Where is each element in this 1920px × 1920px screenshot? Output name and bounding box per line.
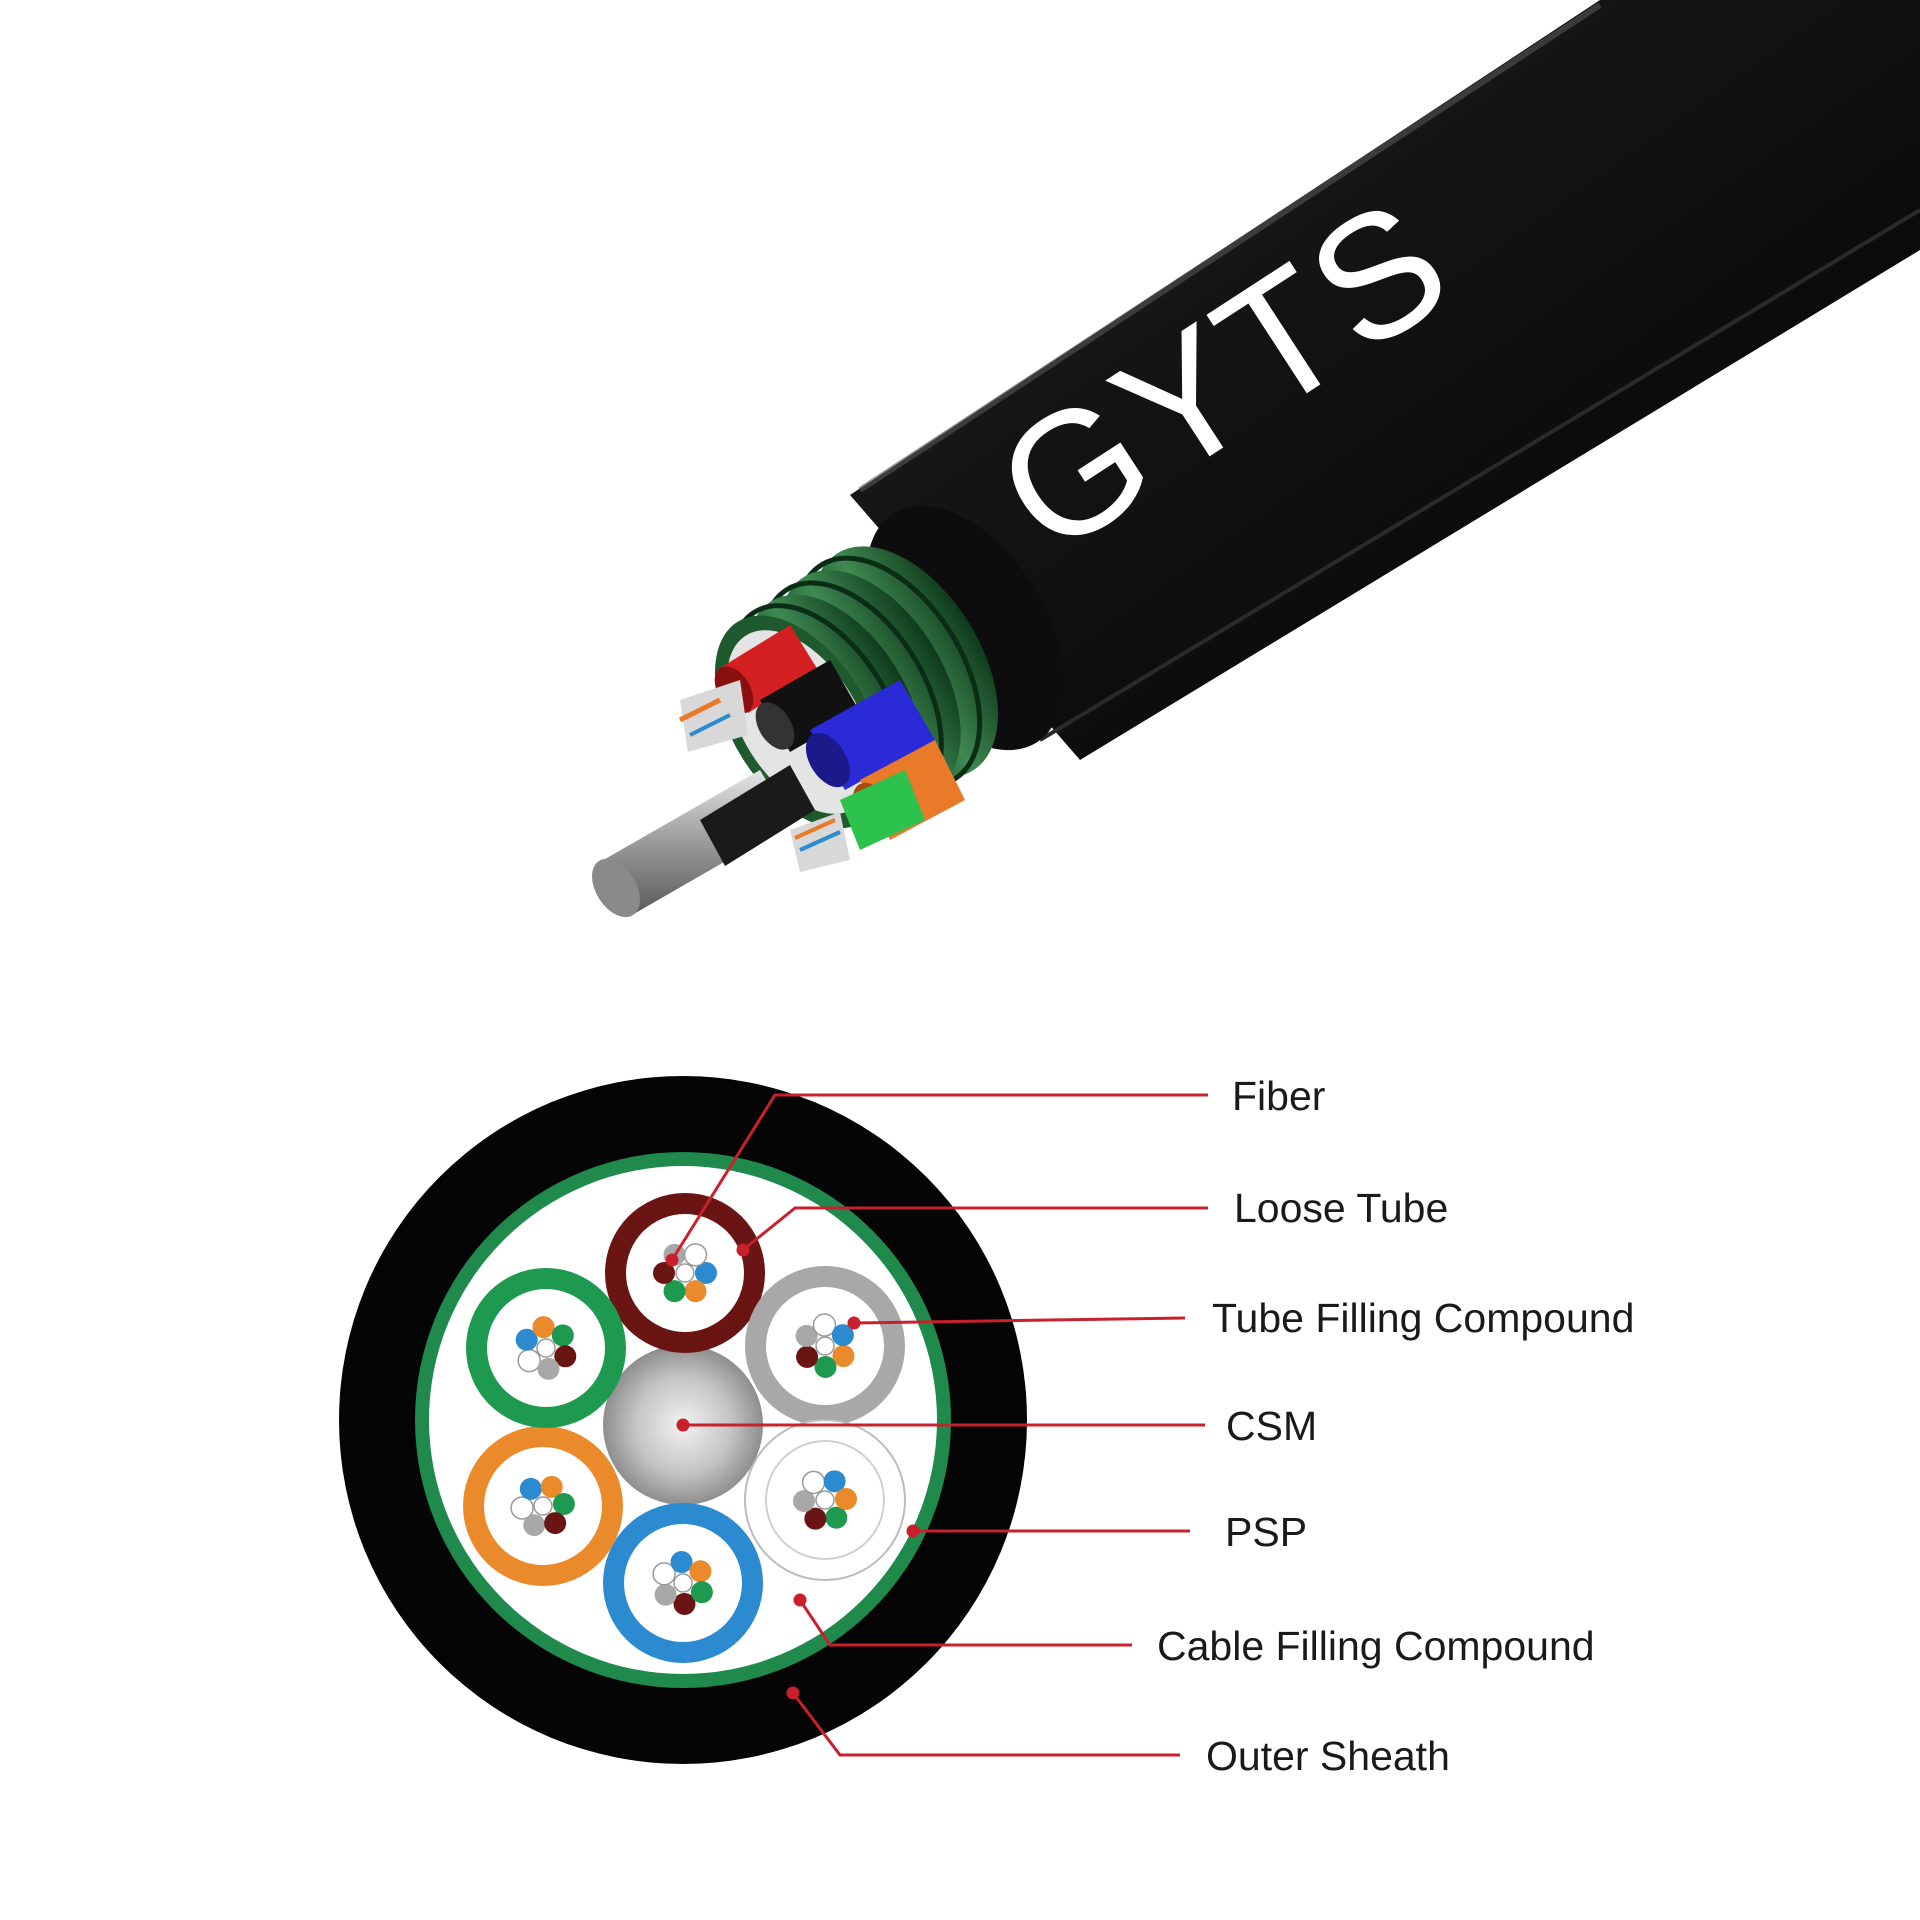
fiber <box>793 1489 816 1512</box>
fiber <box>654 1583 677 1606</box>
fiber <box>804 1507 827 1530</box>
fiber <box>536 1338 556 1358</box>
fiber <box>532 1316 555 1339</box>
leader-lines <box>665 1093 1208 1757</box>
fiber <box>832 1345 855 1368</box>
leader-line-tube-filling <box>853 1316 1186 1325</box>
fiber <box>684 1280 707 1303</box>
fiber <box>540 1475 563 1498</box>
fiber-bundles <box>510 1243 857 1615</box>
fiber <box>815 1336 835 1356</box>
fiber <box>517 1348 541 1373</box>
label-outer-sheath: Outer Sheath <box>1206 1733 1450 1779</box>
fiber <box>544 1512 567 1535</box>
leader-line-fiber <box>670 1093 1208 1261</box>
fiber <box>834 1488 857 1511</box>
leader-line-outer-sheath <box>791 1692 1180 1757</box>
label-csm: CSM <box>1226 1403 1318 1449</box>
fiber <box>533 1496 553 1516</box>
label-psp: PSP <box>1225 1509 1308 1555</box>
fiber <box>523 1514 546 1537</box>
leader-line-loose-tube <box>742 1206 1208 1252</box>
fiber <box>815 1490 835 1510</box>
fiber <box>831 1324 854 1347</box>
fiber <box>673 1573 693 1593</box>
fiber <box>812 1313 837 1337</box>
fiber <box>675 1263 695 1283</box>
fiber <box>652 1562 676 1586</box>
fiber <box>552 1493 575 1516</box>
fiber <box>515 1328 538 1351</box>
fiber <box>690 1581 713 1604</box>
leader-line-cable-filling <box>798 1599 1132 1647</box>
label-tube-filling-compound: Tube Filling Compound <box>1212 1295 1635 1341</box>
fiber <box>795 1324 818 1347</box>
fiber <box>510 1496 534 1520</box>
fiber <box>551 1324 574 1347</box>
fiber <box>653 1262 675 1284</box>
fiber <box>695 1262 717 1284</box>
cross-section-diagram <box>339 1076 1208 1764</box>
fiber <box>554 1345 577 1368</box>
label-loose-tube: Loose Tube <box>1234 1185 1449 1231</box>
fiber <box>823 1470 846 1493</box>
fiber <box>670 1551 693 1574</box>
fiber <box>801 1470 826 1495</box>
fiber <box>673 1592 696 1615</box>
label-fiber: Fiber <box>1232 1073 1326 1119</box>
fiber <box>825 1506 848 1529</box>
fiber <box>663 1280 686 1303</box>
fiber <box>537 1357 560 1380</box>
loose-tubes <box>678 625 965 872</box>
fiber <box>689 1560 712 1583</box>
fiber <box>796 1345 819 1368</box>
cable-rendering: GYTS <box>592 0 1920 918</box>
label-cable-filling-compound: Cable Filling Compound <box>1157 1623 1595 1669</box>
fiber <box>814 1355 837 1378</box>
central-steel-rod <box>592 765 815 918</box>
fiber <box>519 1477 542 1500</box>
fiber <box>683 1243 708 1267</box>
